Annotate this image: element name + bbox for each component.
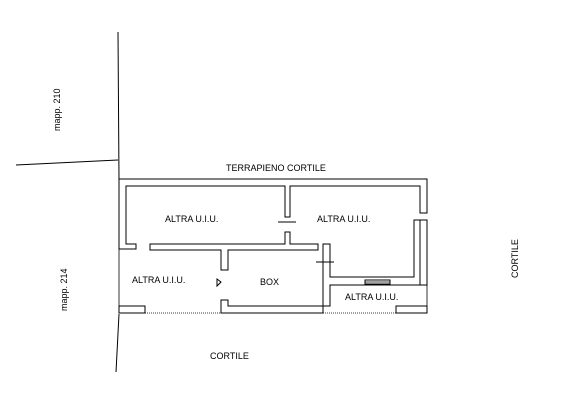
outer-wall-right bbox=[419, 219, 428, 286]
outer-walls bbox=[118, 178, 428, 314]
label-altra-uiu-top-left: ALTRA U.I.U. bbox=[165, 214, 218, 224]
site-boundaries bbox=[15, 31, 120, 373]
boundary-vertical-lower bbox=[115, 313, 120, 373]
label-altra-uiu-bottom-left: ALTRA U.I.U. bbox=[132, 275, 185, 285]
outer-wall-band bbox=[118, 178, 428, 250]
label-cortile-bottom: CORTILE bbox=[210, 351, 249, 361]
corridor-wall bbox=[149, 231, 319, 271]
outer-wall-bottom-right bbox=[395, 305, 428, 314]
plan-labels: mapp. 210 mapp. 214 TERRAPIENO CORTILE C… bbox=[52, 88, 520, 361]
box-right-wall bbox=[322, 219, 421, 307]
door-triangle-marker bbox=[216, 278, 222, 288]
label-cortile-right: CORTILE bbox=[510, 239, 520, 278]
label-mapp-214: mapp. 214 bbox=[59, 268, 69, 311]
outer-wall-bottom-left bbox=[118, 305, 146, 314]
label-box: BOX bbox=[260, 277, 279, 287]
label-mapp-210: mapp. 210 bbox=[52, 88, 62, 131]
label-terrapieno-cortile: TERRAPIENO CORTILE bbox=[226, 163, 326, 173]
interior-walls bbox=[149, 219, 428, 307]
boundary-horizontal-mapp-210 bbox=[15, 159, 119, 166]
outer-wall-bottom-mid bbox=[220, 299, 324, 314]
boundary-vertical-upper bbox=[117, 31, 120, 181]
label-altra-uiu-top-right: ALTRA U.I.U. bbox=[317, 214, 370, 224]
label-altra-uiu-bottom-right: ALTRA U.I.U. bbox=[345, 292, 398, 302]
